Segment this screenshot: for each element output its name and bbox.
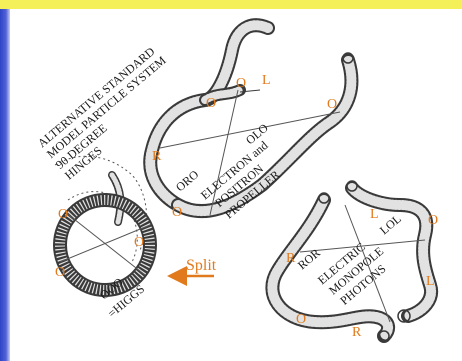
electron-code-left: ORO [173,167,202,194]
marker-o-7: O [55,265,65,280]
marker-l-2: L [370,207,379,222]
photon-tube [265,180,439,343]
marker-r-2: R [286,251,296,266]
electron-label-block: ORO [173,167,202,194]
marker-r-1: R [152,149,162,164]
marker-r-3: R [352,325,362,340]
marker-l-1: L [262,73,271,88]
marker-o-1: O [206,96,216,111]
title-block: ALTERNATIVE STANDARD MODEL PARTICLE SYST… [35,44,169,182]
left-color-strip [0,9,10,361]
marker-o-9: O [296,312,306,327]
marker-o-8: O [428,213,438,228]
split-label: Split [186,257,217,274]
marker-o-2: O [236,76,246,91]
photon-code-right-block: LOL [377,212,404,238]
marker-o-3: O [327,97,337,112]
marker-o-5: O [58,207,68,222]
hinge-dotted-curve-2 [67,191,138,263]
electron-axis-line [159,111,341,149]
marker-o-6: O [134,235,144,250]
diagram-panel [10,9,462,361]
photon-code-right: LOL [377,212,404,238]
top-color-strip [0,0,462,9]
electron-axis-line-2 [209,89,239,216]
higgs-ring [53,193,157,297]
marker-o-4: O [172,205,182,220]
marker-l-3: L [426,274,435,289]
